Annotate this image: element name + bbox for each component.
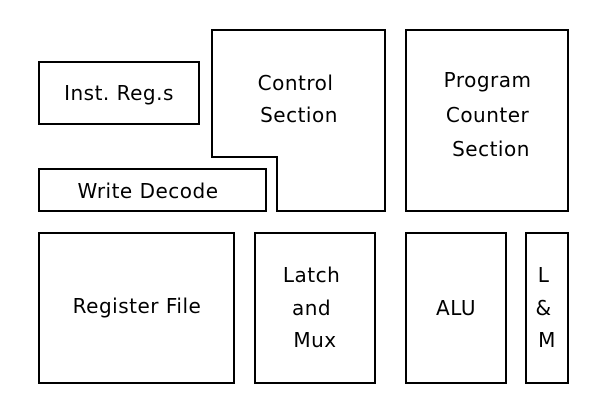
register-file-label: Register File — [73, 294, 202, 318]
l-and-m-label: L & M — [536, 263, 559, 352]
inst-regs-block: Inst. Reg.s — [38, 61, 200, 125]
latch-and-mux-label: Latch and Mux — [283, 263, 347, 352]
register-file-block: Register File — [38, 232, 235, 384]
alu-label: ALU — [436, 296, 476, 320]
write-decode-block: Write Decode — [38, 168, 267, 212]
inst-regs-label: Inst. Reg.s — [64, 81, 174, 105]
program-counter-section-label: Program Counter Section — [444, 68, 539, 161]
program-counter-section-block: Program Counter Section — [405, 29, 569, 212]
alu-block: ALU — [405, 232, 507, 384]
l-and-m-block: L & M — [525, 232, 569, 384]
control-section-block: Control Section — [211, 29, 386, 212]
latch-and-mux-block: Latch and Mux — [254, 232, 376, 384]
control-section-label: Control Section — [258, 71, 341, 127]
write-decode-label: Write Decode — [77, 179, 218, 203]
